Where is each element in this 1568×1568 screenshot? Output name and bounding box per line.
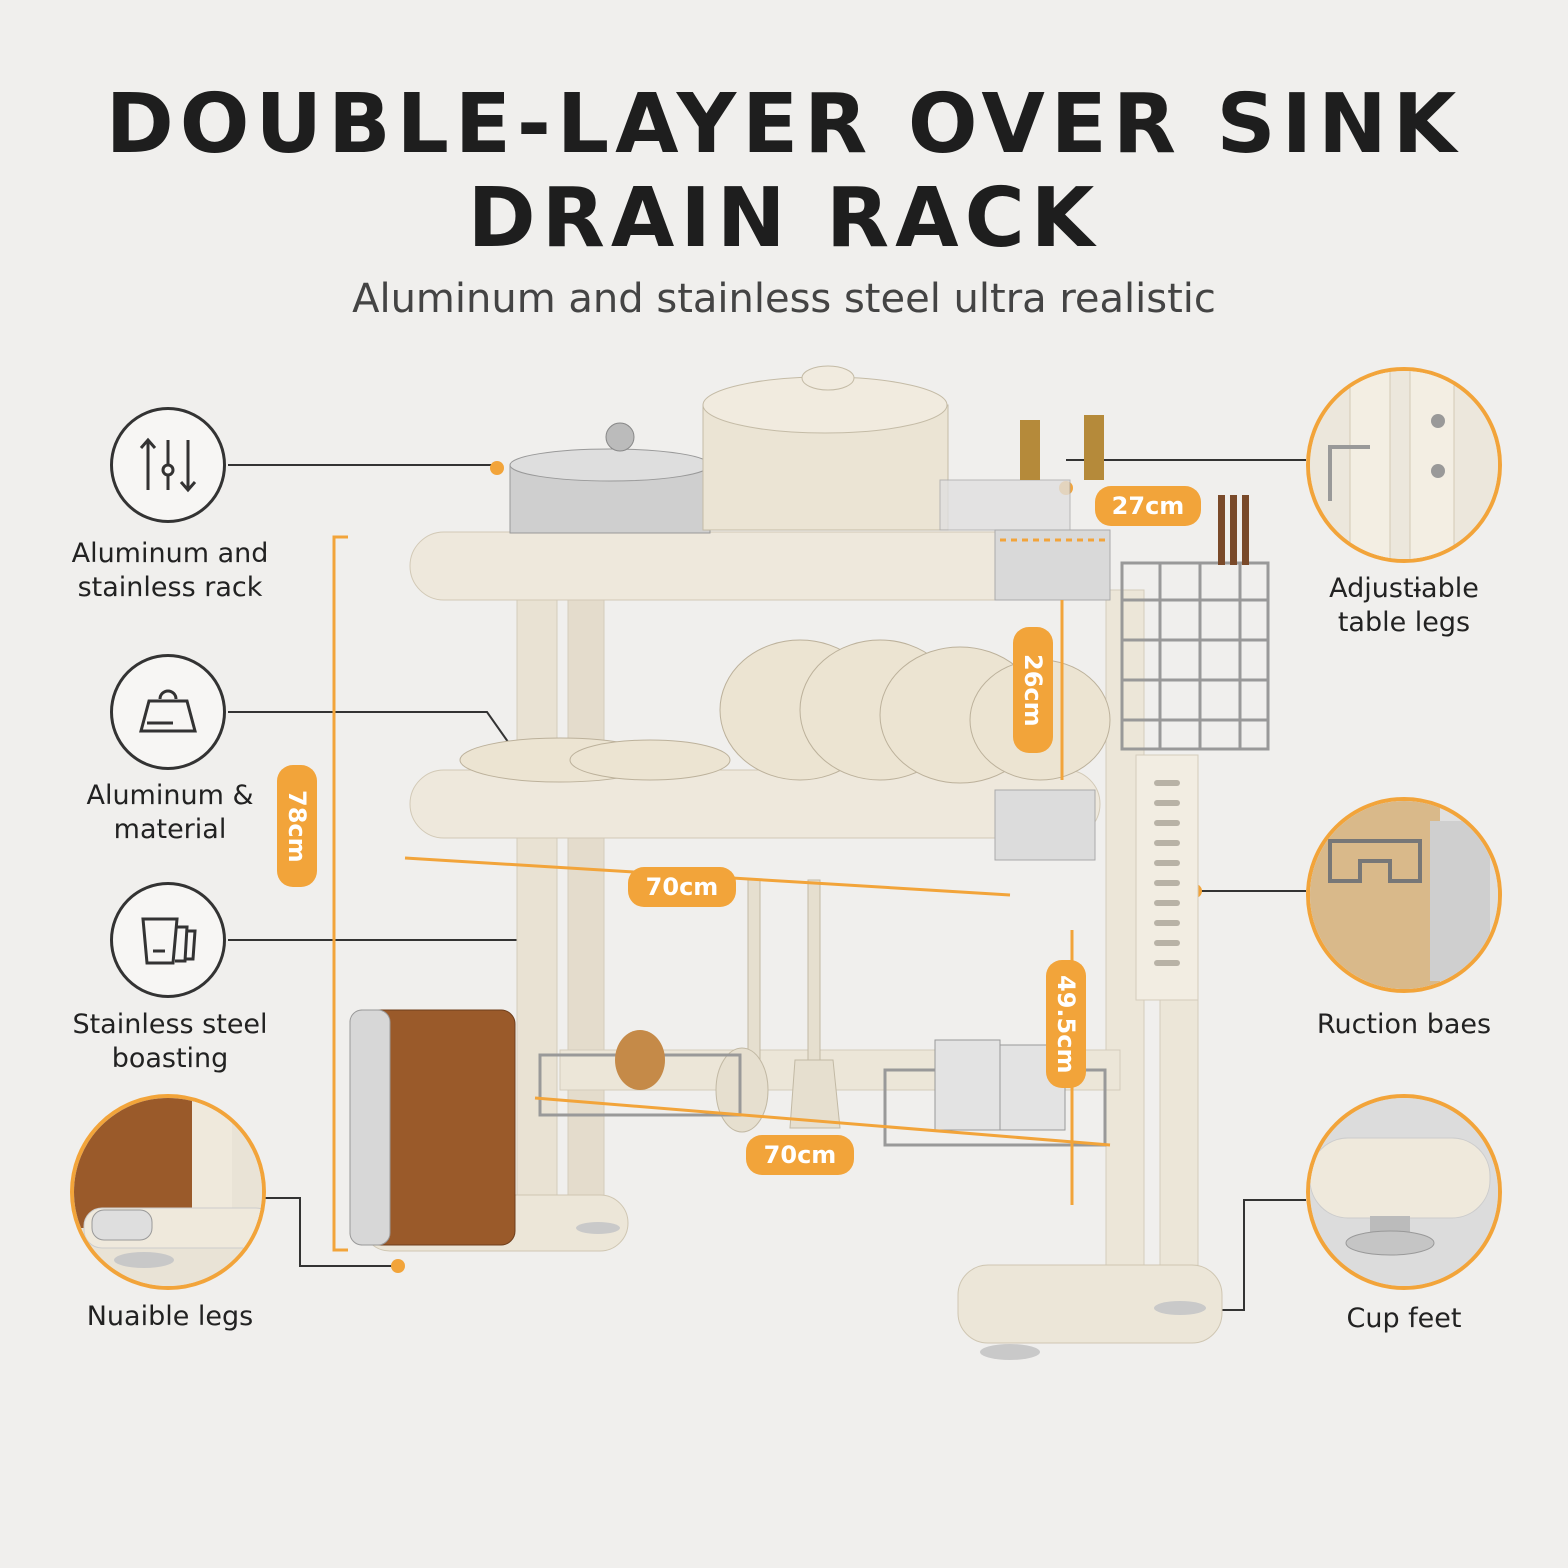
adjust-arrows-icon [110, 407, 226, 523]
leg-height-badge: 49.5cm [1046, 960, 1086, 1088]
feature-label-cup-feet: Cup feet [1346, 1303, 1462, 1334]
width-bottom-badge: 70cm [746, 1135, 854, 1175]
layer-gap-badge: 26cm [1013, 627, 1053, 753]
feature-label-aluminum-rack: Aluminum and stainless rack [71, 538, 269, 603]
depth-badge: 27cm [1095, 486, 1201, 526]
pots [509, 365, 1104, 534]
feature-label-stainless-steel: Stainless steel boasting [72, 1009, 268, 1074]
feature-label-suction-base: Ruction baes [1316, 1009, 1492, 1040]
cups-icon [110, 882, 226, 998]
feature-label-adjustable-legs: Adjustɨable table legs [1329, 573, 1479, 638]
leg-bracket-photo [1306, 367, 1502, 563]
title-line-1: DOUBLE-LAYER OVER SINK [105, 77, 1463, 172]
dishes [459, 639, 1111, 784]
board-holder-photo [1306, 797, 1502, 993]
subtitle: Aluminum and stainless steel ultra reali… [352, 276, 1216, 322]
leader-lines [228, 459, 1306, 1311]
hanging-utensils [715, 879, 841, 1133]
cutting-board-icon [110, 654, 226, 770]
page-title: DOUBLE-LAYER OVER SINK DRAIN RACK [0, 78, 1568, 266]
cutting-board [349, 1009, 516, 1246]
width-middle-badge: 70cm [628, 867, 736, 907]
leg-detail-photo [70, 1094, 266, 1290]
cup-foot-photo [1306, 1094, 1502, 1290]
feature-label-legs: Nuaible legs [86, 1301, 254, 1332]
title-line-2: DRAIN RACK [467, 171, 1101, 266]
utensil-caddy [1120, 561, 1270, 751]
feature-label-aluminum-material: Aluminum & material [86, 780, 254, 845]
height-total-badge: 78cm [277, 765, 317, 887]
